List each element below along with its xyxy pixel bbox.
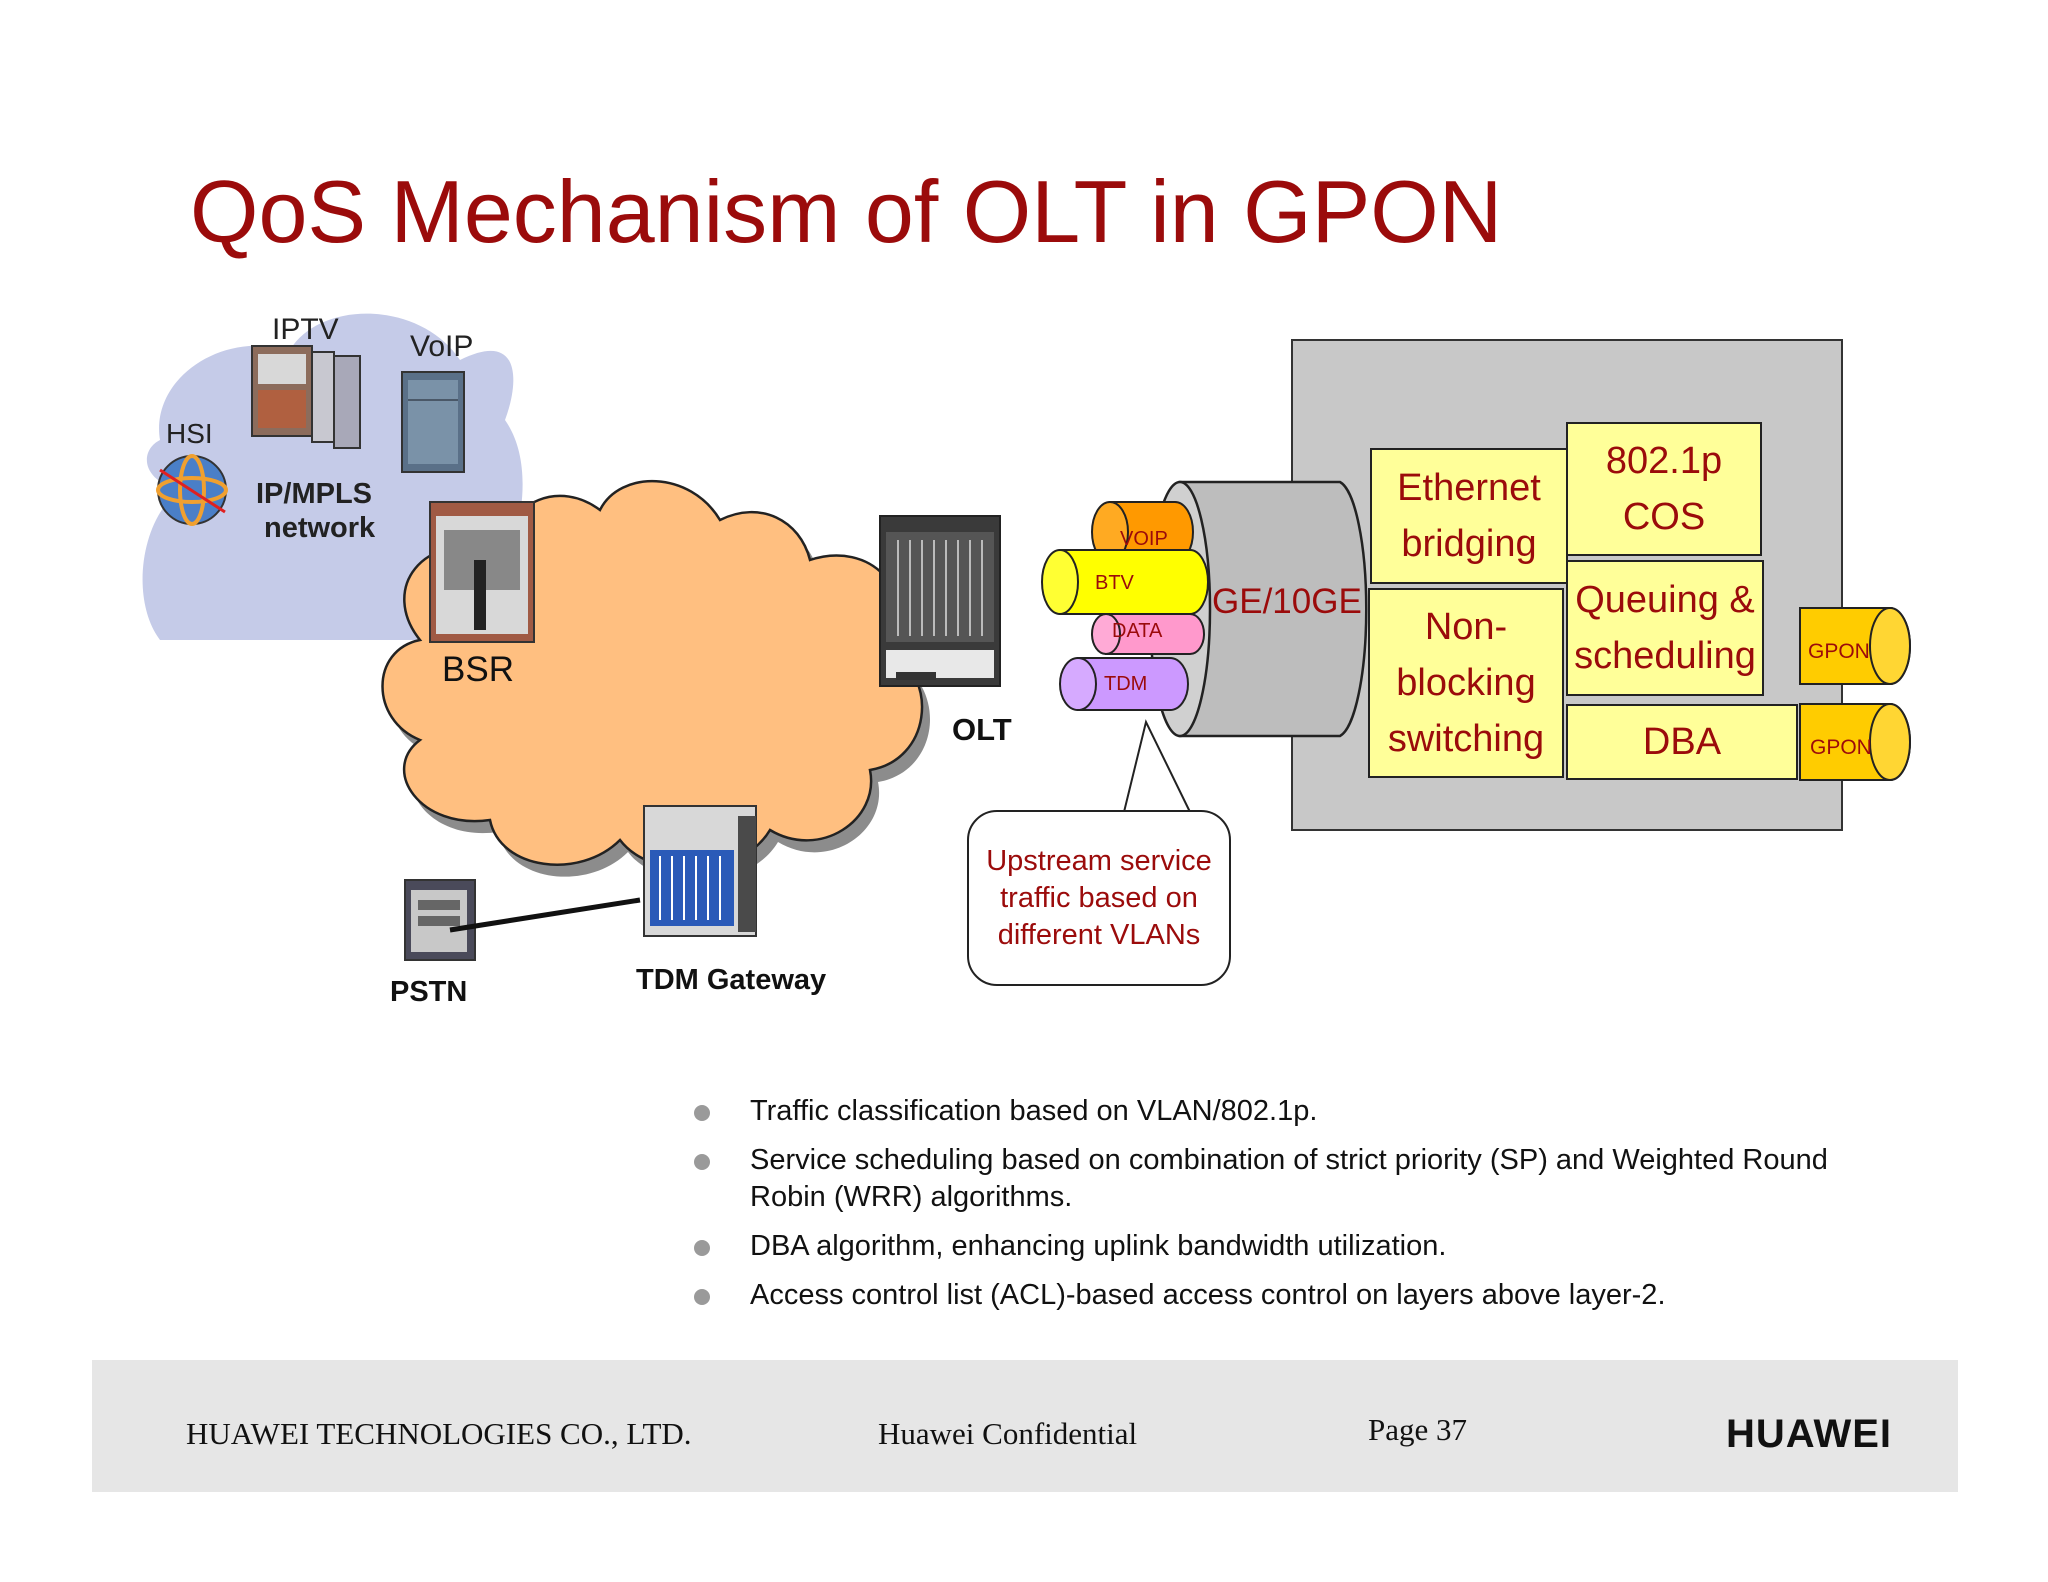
non-blocking-switching-box: Non-blocking switching: [1368, 588, 1564, 778]
ipmpls-label-2: network: [264, 512, 376, 544]
page-title: QoS Mechanism of OLT in GPON: [190, 162, 1503, 261]
voip-tube: [1091, 501, 1194, 563]
iptv-label: IPTV: [272, 313, 339, 346]
gpon-tube-1: [1799, 607, 1911, 685]
olt-chassis-icon: [879, 515, 1001, 687]
gpon-port-label-1: GPON: [1808, 640, 1870, 663]
voip-label: VoIP: [410, 330, 474, 363]
hsi-label: HSI: [166, 418, 213, 449]
pstn-tdm-link: [449, 897, 641, 933]
list-item: Access control list (ACL)-based access c…: [690, 1277, 1890, 1314]
btv-tube: [1041, 549, 1209, 615]
globe-icon: [156, 454, 228, 526]
list-item: DBA algorithm, enhancing uplink bandwidt…: [690, 1228, 1890, 1265]
dba-box: DBA: [1566, 704, 1798, 780]
tdm-tube: [1059, 657, 1189, 711]
tdm-gateway-icon: [643, 805, 757, 937]
voip-server-icon: [401, 371, 465, 473]
gpon-port-label-2: GPON: [1810, 736, 1872, 759]
vlan-callout: Upstream service traffic based on differ…: [967, 810, 1231, 986]
footer-page-number: Page 37: [1368, 1412, 1468, 1447]
queuing-scheduling-box: Queuing & scheduling: [1566, 560, 1764, 696]
olt-label: OLT: [952, 712, 1012, 747]
feature-list: Traffic classification based on VLAN/802…: [690, 1093, 1890, 1326]
list-item: Service scheduling based on combination …: [690, 1142, 1890, 1216]
btv-tube-label: BTV: [1095, 572, 1134, 594]
voip-tube-label: VOIP: [1120, 528, 1168, 550]
callout-pointer: [1123, 719, 1191, 813]
pstn-switch-icon: [404, 879, 476, 961]
tdm-tube-label: TDM: [1104, 673, 1148, 695]
footer-company: HUAWEI TECHNOLOGIES CO., LTD.: [186, 1416, 692, 1451]
iptv-server-icon: [251, 345, 361, 449]
list-item: Traffic classification based on VLAN/802…: [690, 1093, 1890, 1130]
gpon-tube-2: [1799, 703, 1911, 781]
data-tube: [1091, 613, 1205, 655]
ethernet-bridging-box: Ethernet bridging: [1370, 448, 1568, 584]
footer-bar: [92, 1360, 1958, 1492]
tdm-gateway-label: TDM Gateway: [636, 964, 827, 996]
cos-box: 802.1p COS: [1566, 422, 1762, 556]
ipmpls-label-1: IP/MPLS: [256, 478, 373, 510]
huawei-logo-text: HUAWEI: [1726, 1412, 1892, 1456]
bsr-label: BSR: [442, 650, 514, 689]
footer-confidential: Huawei Confidential: [878, 1416, 1138, 1451]
data-tube-label: DATA: [1112, 620, 1163, 642]
bsr-router-icon: [429, 501, 535, 643]
pstn-label: PSTN: [390, 976, 468, 1008]
uplink-label: GE/10GE: [1212, 582, 1362, 621]
